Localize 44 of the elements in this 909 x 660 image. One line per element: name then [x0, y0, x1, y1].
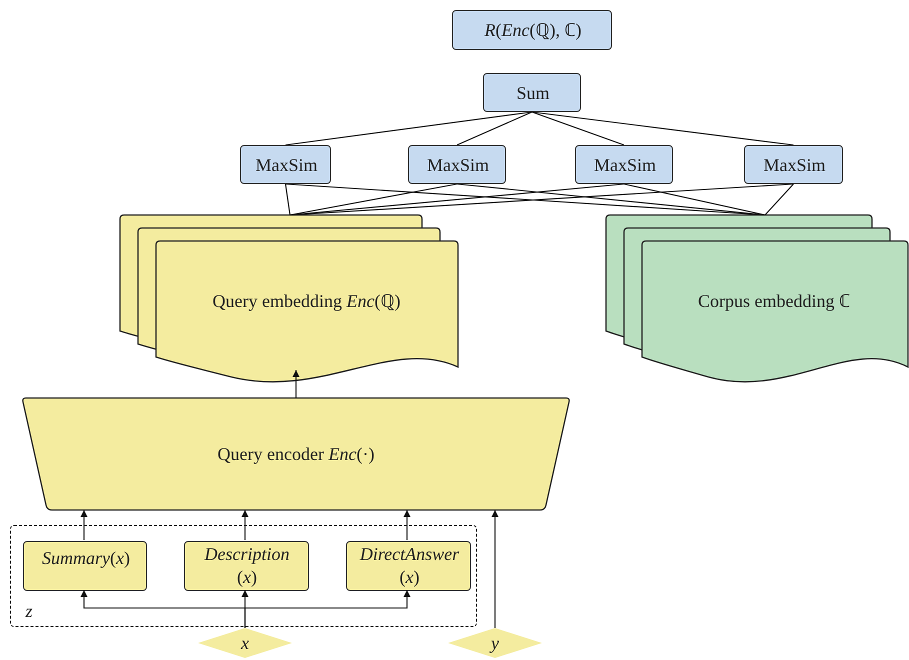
node-label: MaxSim [762, 154, 826, 176]
input-diamond [198, 628, 292, 658]
arrow [404, 510, 410, 540]
encoder-trapezoid [22, 398, 570, 510]
arrow [242, 510, 248, 540]
connector-line [285, 111, 532, 146]
connector-line [456, 183, 766, 216]
result-box [452, 10, 612, 50]
connector-line [624, 183, 766, 216]
process-box [23, 541, 147, 591]
node-label: Corpus embedding ℂ [697, 290, 851, 312]
node-label: Summary(x) [41, 547, 131, 570]
node-label: y [488, 632, 500, 654]
connector-line [284, 184, 291, 216]
node-label: z [24, 600, 34, 622]
sum-box [483, 73, 581, 112]
node-label: Query embedding Enc(ℚ) [212, 290, 402, 312]
process-box [184, 541, 309, 591]
node-label: MaxSim [254, 154, 318, 176]
maxsim-box [408, 145, 506, 184]
dashed-group [10, 525, 477, 627]
connector-line [764, 184, 794, 216]
arrow [292, 370, 300, 398]
connector-line [532, 111, 624, 146]
connector-line [290, 183, 458, 216]
arrow [492, 510, 498, 628]
node-label: R(Enc(ℚ), ℂ) [484, 19, 582, 41]
process-box [346, 541, 471, 591]
node-label: Query encoder Enc(·) [216, 443, 376, 465]
connector-line [290, 183, 624, 216]
maxsim-box [575, 145, 673, 184]
maxsim-box [240, 145, 331, 184]
arrow [80, 510, 88, 540]
arrow [244, 590, 410, 628]
node-label: Description (x) [203, 543, 290, 589]
input-diamond [448, 628, 542, 658]
node-label: DirectAnswer (x) [358, 543, 460, 589]
node-label: MaxSim [426, 154, 490, 176]
connector-line [456, 112, 532, 146]
node-label: x [240, 632, 250, 654]
node-label: Sum [515, 82, 550, 104]
node-label: MaxSim [592, 154, 657, 176]
maxsim-box [744, 145, 843, 184]
connector-line [532, 111, 794, 146]
